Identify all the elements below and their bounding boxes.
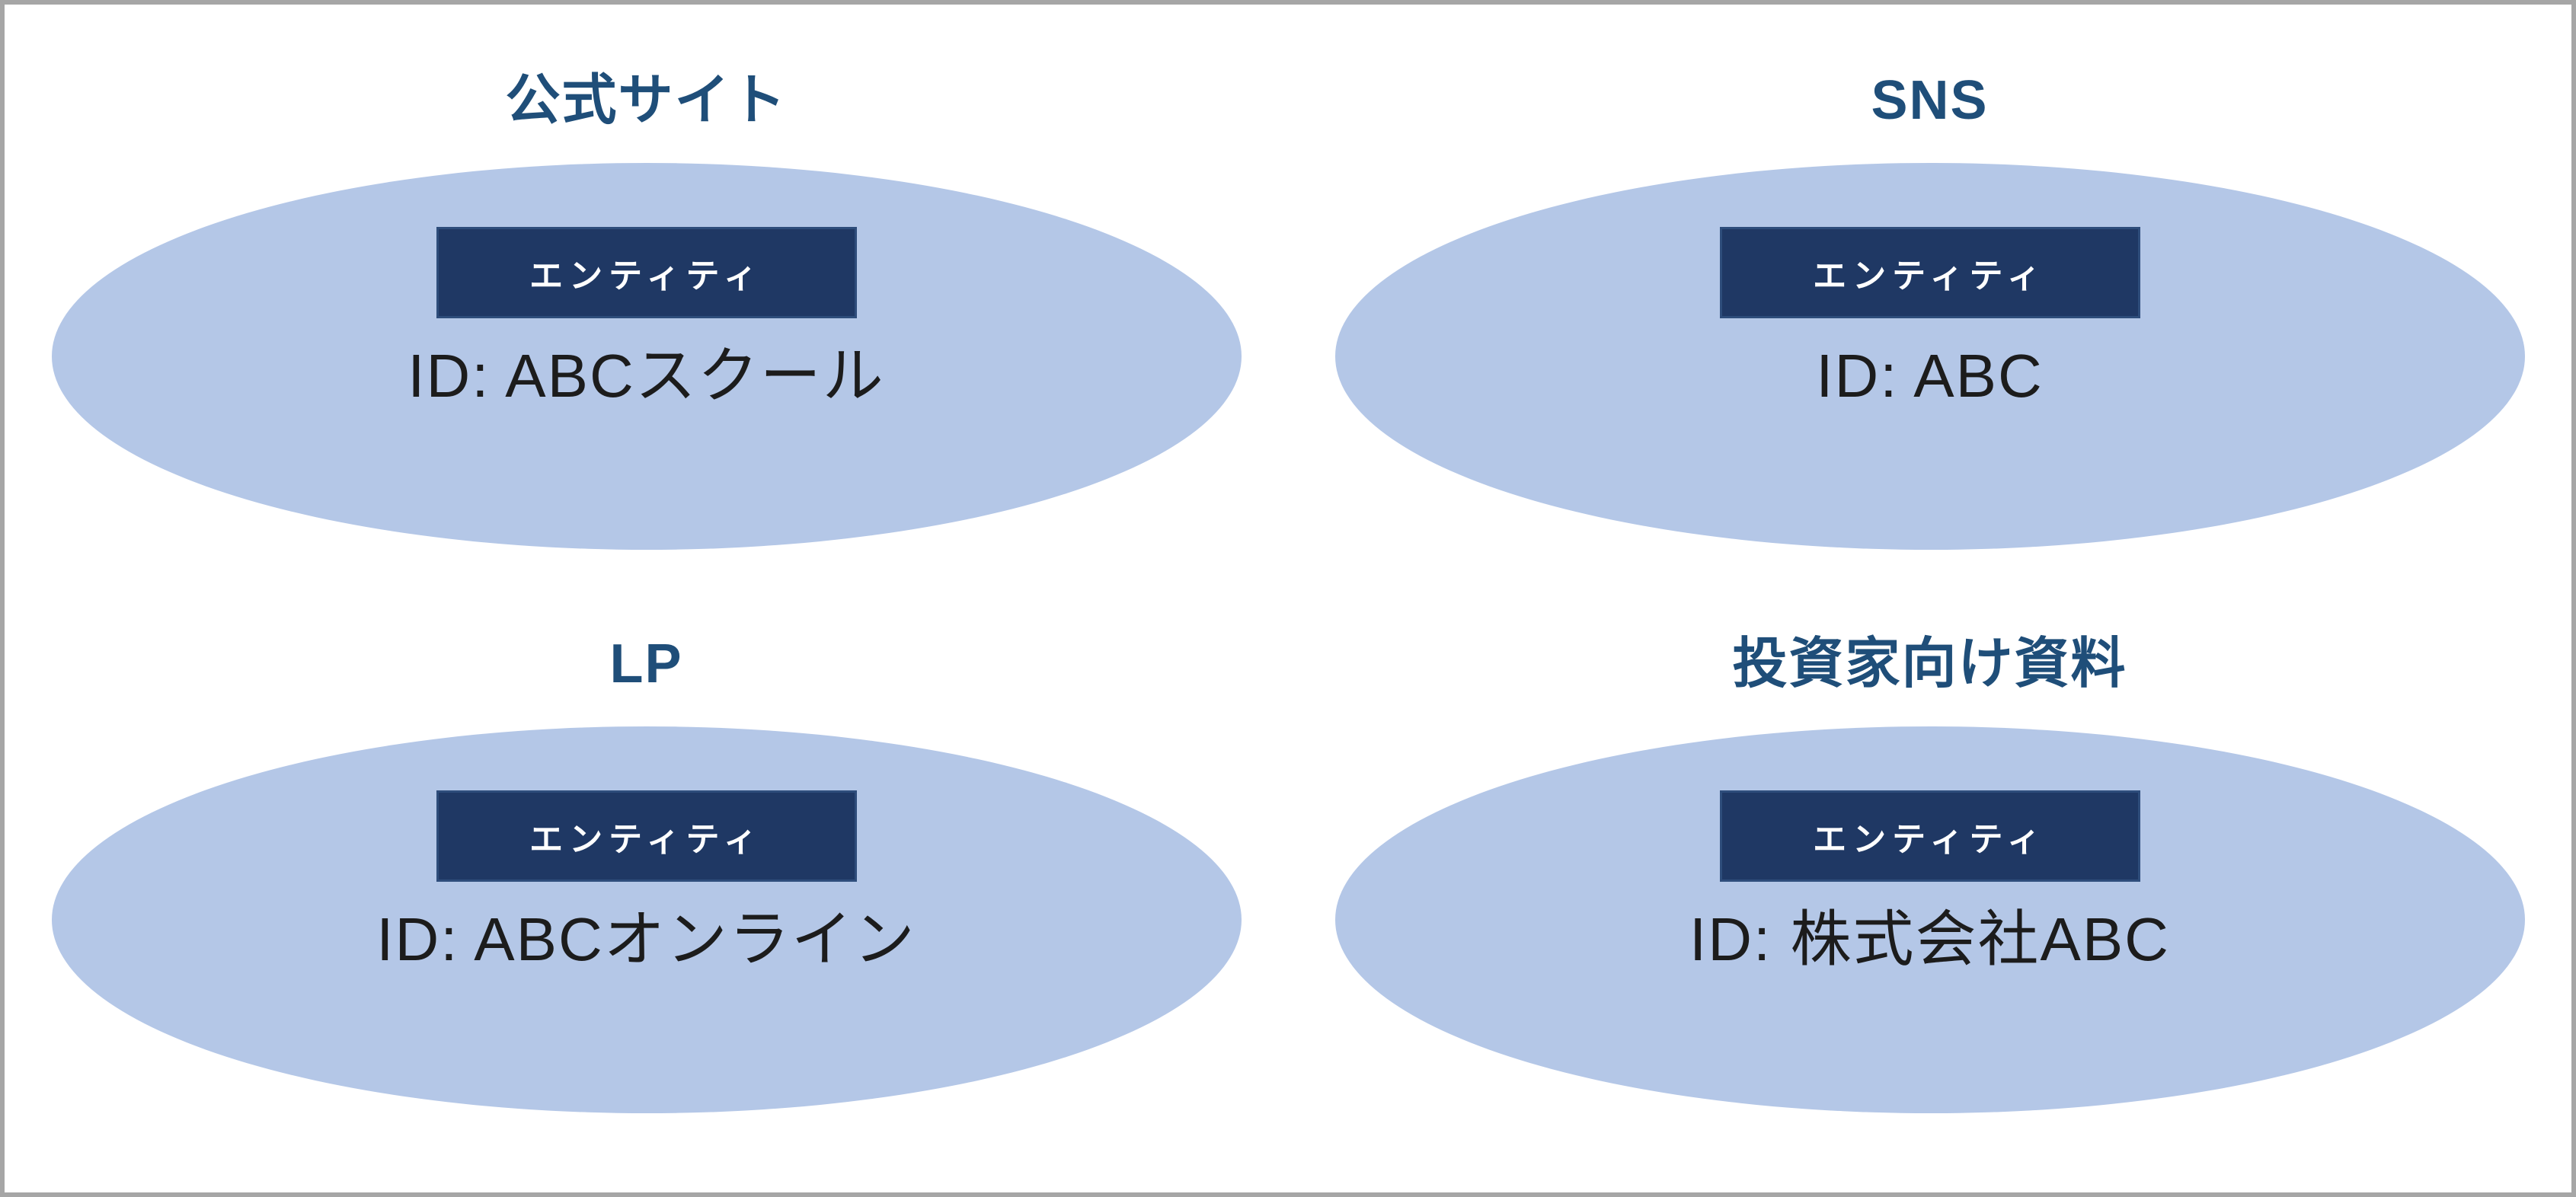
entity-badge: エンティティ (436, 790, 857, 882)
entity-ellipse-investor-materials: エンティティ ID: 株式会社ABC (1334, 726, 2525, 1113)
quadrant-title-investor-materials: 投資家向け資料 (1732, 634, 2127, 694)
entity-badge-label: エンティティ (1813, 257, 2047, 295)
entity-id-value: ID: ABCスクール (407, 342, 885, 410)
entity-id-value: ID: ABC (1816, 342, 2044, 410)
entity-ellipse-lp: エンティティ ID: ABCオンライン (51, 726, 1242, 1113)
entity-badge-label: エンティティ (529, 257, 763, 295)
quadrant-title-official-site: 公式サイト (505, 70, 788, 131)
entity-ellipse-official-site: エンティティ ID: ABCスクール (51, 163, 1242, 550)
entity-badge: エンティティ (436, 227, 857, 318)
entity-badge: エンティティ (1719, 227, 2140, 318)
entity-ellipse-sns: エンティティ ID: ABC (1334, 163, 2525, 550)
quadrant-title-lp: LP (609, 634, 683, 694)
quadrant-sns: SNS エンティティ ID: ABC (1288, 5, 2571, 598)
entity-badge-label: エンティティ (529, 821, 763, 858)
entity-id-value: ID: ABCオンライン (376, 905, 916, 973)
quadrant-title-sns: SNS (1871, 70, 1989, 131)
entity-id-value: ID: 株式会社ABC (1689, 905, 2170, 973)
quadrant-official-site: 公式サイト エンティティ ID: ABCスクール (5, 5, 1288, 598)
entity-badge-label: エンティティ (1813, 821, 2047, 858)
quadrant-investor-materials: 投資家向け資料 エンティティ ID: 株式会社ABC (1288, 598, 2571, 1192)
quadrant-lp: LP エンティティ ID: ABCオンライン (5, 598, 1288, 1192)
entity-badge: エンティティ (1719, 790, 2140, 882)
